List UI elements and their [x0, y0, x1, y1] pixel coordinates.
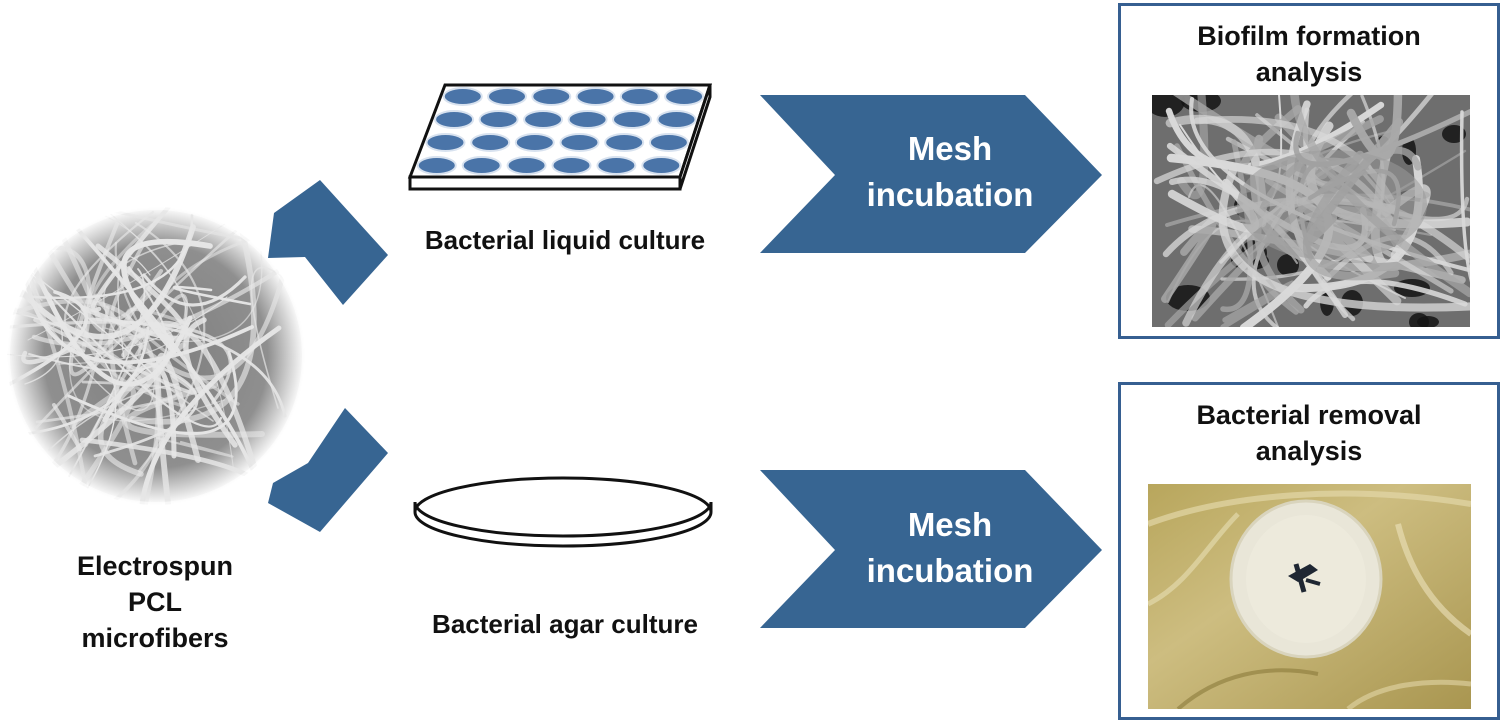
well — [604, 133, 645, 152]
removal-panel-title: Bacterial removal analysis — [1121, 397, 1497, 469]
source-label-line3: microfibers — [81, 623, 229, 653]
source-label-line1: Electrospun — [76, 551, 234, 581]
bottom-step-text: Mesh incubation — [830, 502, 1070, 594]
well — [478, 110, 519, 129]
well — [596, 156, 637, 175]
well — [506, 156, 547, 175]
petri-dish-icon — [413, 476, 713, 548]
sem-fiber-mesh-image — [5, 205, 307, 507]
source-label: Electrospun PCL microfibers — [40, 548, 270, 656]
source-label-line2: PCL — [128, 587, 182, 617]
well-plate-icon — [407, 83, 713, 191]
well — [514, 133, 555, 152]
branch-arrow-down — [268, 408, 388, 532]
well — [559, 133, 600, 152]
removal-title-line2: analysis — [1255, 436, 1363, 466]
biofilm-panel-title: Biofilm formation analysis — [1121, 18, 1497, 90]
top-step-line1: Mesh — [907, 130, 993, 167]
mesh-incubation-chevron-bottom — [760, 470, 1102, 628]
liquid-culture-label: Bacterial liquid culture — [424, 225, 706, 255]
well — [612, 110, 652, 129]
branch-arrow-up — [268, 180, 388, 305]
well — [416, 156, 457, 175]
well — [619, 87, 660, 106]
well — [664, 87, 705, 106]
biofilm-title-line2: analysis — [1255, 57, 1363, 87]
well — [575, 87, 616, 106]
well — [487, 87, 527, 106]
agar-plate-photo — [1148, 484, 1471, 709]
top-step-line2: incubation — [866, 176, 1034, 213]
biofilm-title-line1: Biofilm formation — [1197, 21, 1421, 51]
biofilm-sem-image — [1152, 95, 1470, 327]
bottom-step-line2: incubation — [866, 552, 1034, 589]
well — [523, 110, 564, 129]
well — [531, 87, 572, 106]
well — [434, 110, 475, 129]
well — [425, 133, 466, 152]
well — [470, 133, 511, 152]
removal-title-line1: Bacterial removal — [1196, 400, 1422, 430]
well — [656, 110, 697, 129]
well — [461, 156, 502, 175]
mesh-incubation-chevron-top — [760, 95, 1102, 253]
well — [648, 133, 689, 152]
top-step-text: Mesh incubation — [830, 126, 1070, 218]
bottom-step-line1: Mesh — [907, 506, 993, 543]
well — [551, 156, 592, 175]
well — [442, 87, 483, 106]
well — [567, 110, 608, 129]
well — [641, 156, 682, 175]
agar-culture-label: Bacterial agar culture — [432, 609, 698, 639]
